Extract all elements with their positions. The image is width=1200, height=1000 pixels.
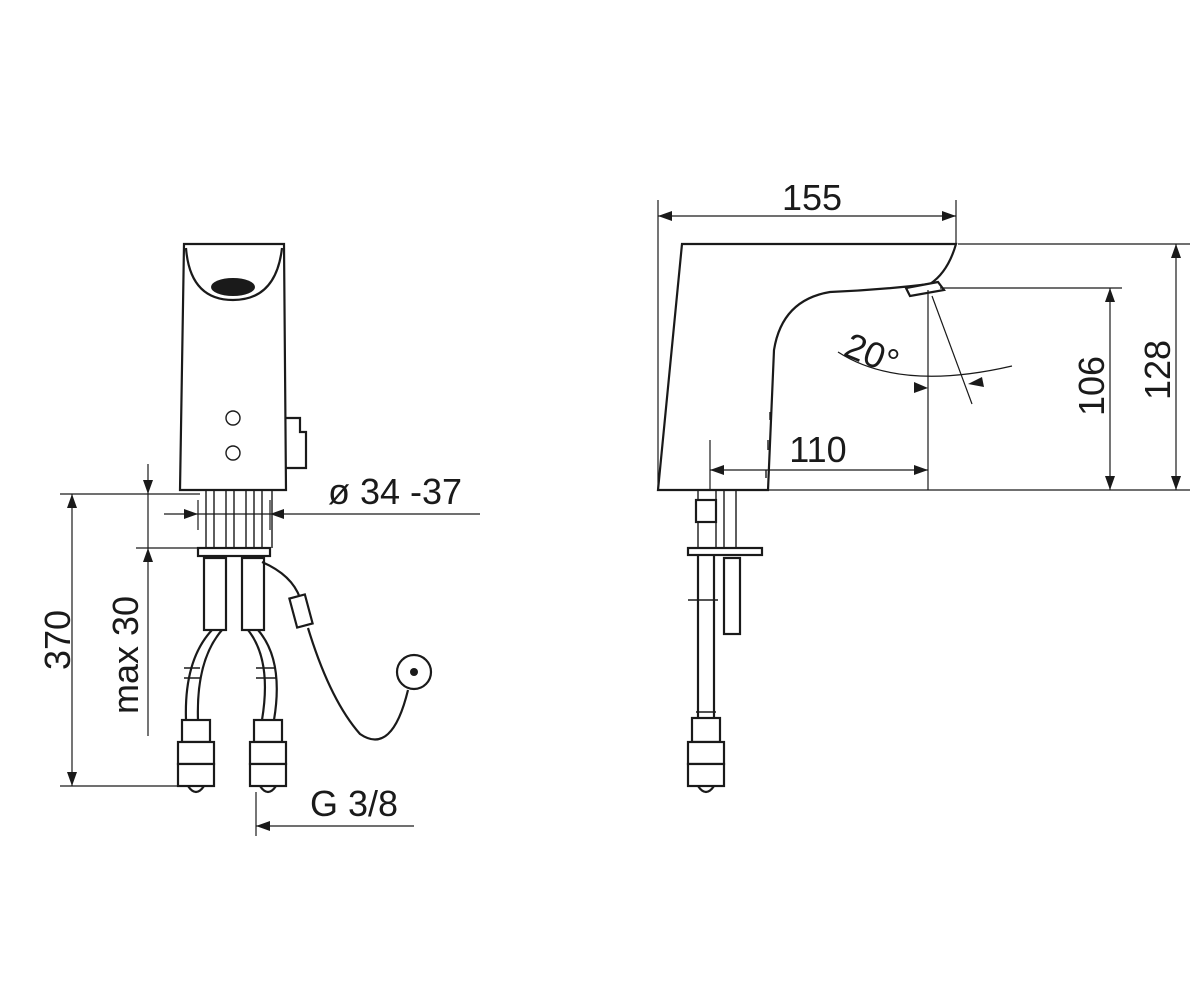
side-fitting-tip — [697, 785, 715, 794]
dim-370-label: 370 — [37, 610, 78, 670]
side-aerator — [904, 280, 946, 298]
front-fitting-left-tip — [187, 785, 205, 794]
side-fitting-nut — [686, 740, 726, 766]
front-mount-plate — [196, 546, 272, 558]
dim-angle-arrows — [914, 377, 984, 393]
front-sensor-cable-lower — [306, 627, 410, 741]
dim-angle-label: 20° — [839, 324, 905, 382]
front-fitting-right-tip — [259, 785, 277, 794]
side-body — [656, 242, 958, 492]
dim-max30-label: max 30 — [105, 596, 146, 714]
front-hose-rings — [184, 667, 276, 679]
side-clamp — [722, 556, 742, 636]
front-fitting-right-top — [252, 718, 284, 744]
front-cable-plug — [395, 653, 433, 691]
dim-angle-ray — [931, 295, 973, 405]
front-lever — [286, 416, 308, 470]
dim-128-label: 128 — [1137, 340, 1178, 400]
front-outlet-hole — [211, 278, 255, 296]
front-cable-connector — [288, 593, 314, 629]
side-mount-plate — [686, 546, 764, 557]
side-fitting-top — [690, 716, 722, 744]
dim-106-label: 106 — [1071, 356, 1112, 416]
front-top-scoop — [184, 247, 284, 302]
side-shank-collar — [694, 498, 718, 524]
front-hose-right — [247, 629, 278, 721]
dim-diameter-label: ø 34 -37 — [328, 471, 462, 512]
side-sensor-marks — [765, 412, 771, 478]
front-fitting-left-top — [180, 718, 212, 744]
side-view: 155 110 20° 106 128 — [656, 177, 1190, 794]
front-fitting-left-nut — [176, 740, 216, 766]
dim-155-label: 155 — [782, 177, 842, 218]
dim-thread-arrow — [256, 821, 270, 831]
sensor-dot-upper — [225, 410, 241, 426]
front-clamp-left — [202, 556, 228, 632]
front-hose-left — [184, 629, 223, 721]
dim-thread-label: G 3/8 — [310, 783, 398, 824]
front-view: 370 max 30 ø 34 -37 G 3/8 — [37, 242, 480, 836]
side-hose — [696, 556, 716, 718]
front-fitting-right-nut — [248, 740, 288, 766]
dim-110-label: 110 — [789, 429, 846, 470]
front-sensor-cable — [261, 560, 302, 599]
dim-angle-arc — [837, 351, 1013, 377]
front-body — [178, 242, 288, 492]
front-clamp-right — [240, 556, 266, 632]
front-cable-plug-center — [410, 668, 418, 676]
front-shank-pipes — [205, 490, 273, 548]
sensor-dot-lower — [225, 445, 241, 461]
front-fitting-right-nut2 — [248, 762, 288, 788]
side-fitting-nut2 — [686, 762, 726, 788]
front-fitting-left-nut2 — [176, 762, 216, 788]
